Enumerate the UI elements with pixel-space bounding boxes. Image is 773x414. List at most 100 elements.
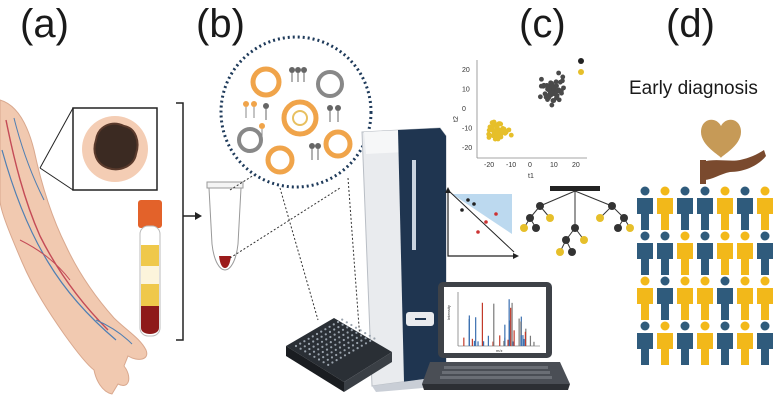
- person-icon: [677, 186, 693, 230]
- person-icon: [757, 186, 773, 230]
- scatter-x-tick: 0: [528, 162, 532, 169]
- plate-well: [373, 337, 376, 340]
- scatter-point-dark: [539, 76, 544, 82]
- scatter-y-tick: -20: [462, 145, 472, 152]
- plate-well: [347, 341, 350, 344]
- legend-dark-marker: [578, 58, 584, 64]
- plate-well: [307, 337, 310, 340]
- person-icon: [717, 231, 733, 275]
- scatter-point-dark: [559, 90, 564, 96]
- microtube-icon: [206, 181, 244, 271]
- scatter-point-dark: [546, 87, 552, 93]
- scatter-point-dark: [553, 79, 559, 85]
- plate-well: [317, 353, 320, 356]
- plate-well: [359, 329, 362, 332]
- plate-well: [337, 326, 340, 329]
- scatter-point-dark: [556, 70, 562, 76]
- plate-well: [329, 341, 332, 344]
- plate-well: [321, 350, 324, 354]
- person-icon: [737, 186, 753, 230]
- person-icon: [757, 276, 773, 320]
- plate-well: [355, 331, 358, 334]
- panel-label-a: (a): [20, 2, 69, 46]
- plate-well: [333, 328, 336, 331]
- scatter-point-dark: [542, 91, 548, 97]
- plate-well: [359, 334, 363, 337]
- scatter-xlabel: t1: [528, 173, 534, 180]
- scatter-points: [486, 70, 566, 142]
- vesicle-icon: [237, 66, 353, 175]
- scatter-y-tick: -10: [462, 126, 472, 133]
- scatter-point-dark: [549, 83, 555, 88]
- plate-well: [304, 350, 307, 353]
- panel-label-b: (b): [196, 2, 245, 46]
- plate-well: [330, 351, 333, 354]
- plate-well: [320, 330, 323, 333]
- plate-well: [324, 328, 327, 331]
- panel-label-d: (d): [666, 2, 715, 46]
- scatter-x-tick: -10: [506, 162, 516, 169]
- scatter-point-yellow: [501, 126, 507, 132]
- plate-well: [303, 340, 306, 343]
- scatter-point-dark: [537, 94, 543, 100]
- scatter-x-tick: 10: [550, 162, 558, 169]
- plate-well: [320, 335, 323, 338]
- plate-well: [350, 329, 353, 332]
- plate-well: [334, 343, 337, 346]
- scatter-point-dark: [560, 78, 565, 84]
- plate-well: [345, 321, 348, 324]
- scatter-point-dark: [550, 90, 555, 96]
- plate-well: [342, 338, 345, 342]
- scatter-point-yellow: [494, 130, 499, 136]
- plate-well: [324, 333, 327, 336]
- plate-well: [350, 323, 353, 327]
- plate-well: [308, 347, 311, 351]
- person-icon: [677, 321, 693, 365]
- laptop-icon: [422, 282, 570, 390]
- plate-well: [364, 337, 367, 340]
- plate-well: [332, 323, 335, 326]
- plate-well: [368, 334, 371, 337]
- plate-well: [333, 338, 337, 341]
- plate-well: [356, 347, 359, 350]
- skin-lesion-icon: [72, 107, 158, 191]
- plate-well: [299, 347, 302, 350]
- plate-well: [326, 358, 329, 361]
- plate-well: [333, 333, 336, 336]
- person-icon: [757, 231, 773, 275]
- panel-label-c: (c): [519, 2, 566, 46]
- plate-well: [360, 344, 363, 347]
- person-icon: [637, 186, 653, 230]
- plate-well: [354, 326, 358, 329]
- plate-well: [346, 336, 350, 339]
- plate-well: [343, 344, 346, 347]
- person-icon: [717, 321, 733, 365]
- person-icon: [637, 321, 653, 365]
- plate-well: [312, 350, 316, 353]
- scatter-point-dark: [560, 74, 566, 80]
- plate-well: [364, 332, 367, 335]
- person-icon: [737, 276, 753, 320]
- population-grid: [637, 186, 773, 365]
- plate-well: [339, 351, 342, 354]
- bracket-arrow: [176, 102, 202, 341]
- plate-well: [338, 341, 341, 344]
- scatter-point-dark: [545, 97, 550, 102]
- plate-well: [335, 353, 338, 357]
- scatter-point-yellow: [497, 121, 503, 127]
- scatter-point-dark: [549, 102, 555, 108]
- plate-well: [325, 338, 328, 341]
- plate-well: [307, 342, 311, 345]
- plate-well: [346, 326, 349, 329]
- plate-well: [330, 346, 333, 349]
- vesicle-zoom-circle: [219, 35, 373, 189]
- person-icon: [637, 231, 653, 275]
- plate-well: [320, 340, 324, 343]
- spectrum-peaks: [463, 299, 535, 346]
- scatter-point-dark: [538, 83, 544, 89]
- scatter-ylabel: t2: [453, 116, 460, 122]
- plate-well: [352, 349, 355, 352]
- scatter-y-tick: 20: [462, 67, 470, 74]
- plate-well: [317, 348, 320, 351]
